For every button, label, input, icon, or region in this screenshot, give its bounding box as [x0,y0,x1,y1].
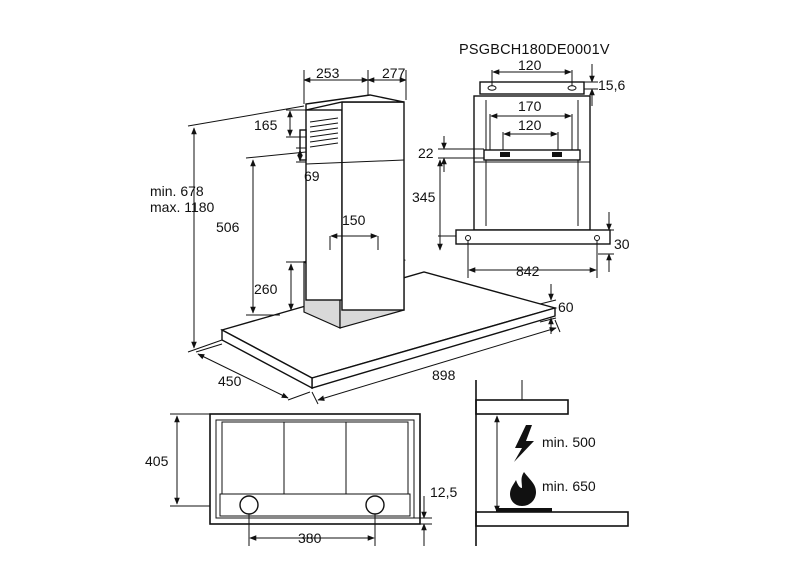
bottom-depth-label: 405 [145,453,169,469]
light-right [365,495,385,515]
chimney-vent-slots [309,117,339,148]
flame-icon [510,472,536,506]
hood-isometric-view: 253 277 165 69 min. 678 max. 1180 506 26… [150,65,574,405]
top-bracket [479,81,585,95]
chimney-width-label: 253 [316,65,340,81]
inner-span-label: 120 [518,117,542,133]
height-max-label: max. 1180 [150,199,215,215]
outlet-diameter-label: 150 [342,212,366,228]
holes-span-label: 380 [298,530,322,546]
top-offset-label: 15,6 [598,77,625,93]
cooktop [475,511,629,527]
bottom-offset-label: 30 [614,236,630,252]
electric-clearance-label: min. 500 [542,434,596,450]
chimney-offset-label: 69 [304,168,320,184]
canopy-thickness-label: 60 [558,299,574,315]
hood-underside-inner [215,419,415,519]
bracket-offset-label: 22 [418,145,434,161]
outer-span-label: 170 [518,98,542,114]
model-code: PSGBCH180DE0001V [459,42,610,58]
clearance-view: min. 500 min. 650 [475,380,629,546]
chimney-side [341,101,405,311]
upper-height-label: 506 [216,219,240,235]
edge-offset-label: 12,5 [430,484,457,500]
light-left [239,495,259,515]
middle-bracket [483,149,581,161]
motor-height-label: 260 [254,281,278,297]
top-holes-label: 120 [518,57,542,73]
lightning-bolt-icon [514,425,534,462]
vent-height-label: 165 [254,117,278,133]
chimney-depth-label: 277 [382,65,406,81]
height-min-label: min. 678 [150,183,204,199]
chimney-top [305,94,405,111]
wall-canopy-outline [455,229,611,245]
width-label: 898 [432,367,456,383]
bottom-span-label: 842 [516,263,540,279]
filter-panels [221,421,409,495]
wall-bracket-view: PSGBCH180DE0001V 120 15,6 170 120 [412,42,630,279]
hood-underside-outer [209,413,421,525]
hood-side-block [475,399,569,415]
hood-bottom-view: 405 380 12,5 [145,413,457,546]
gas-clearance-label: min. 650 [542,478,596,494]
depth-label: 450 [218,373,242,389]
bracket-height-label: 345 [412,189,436,205]
